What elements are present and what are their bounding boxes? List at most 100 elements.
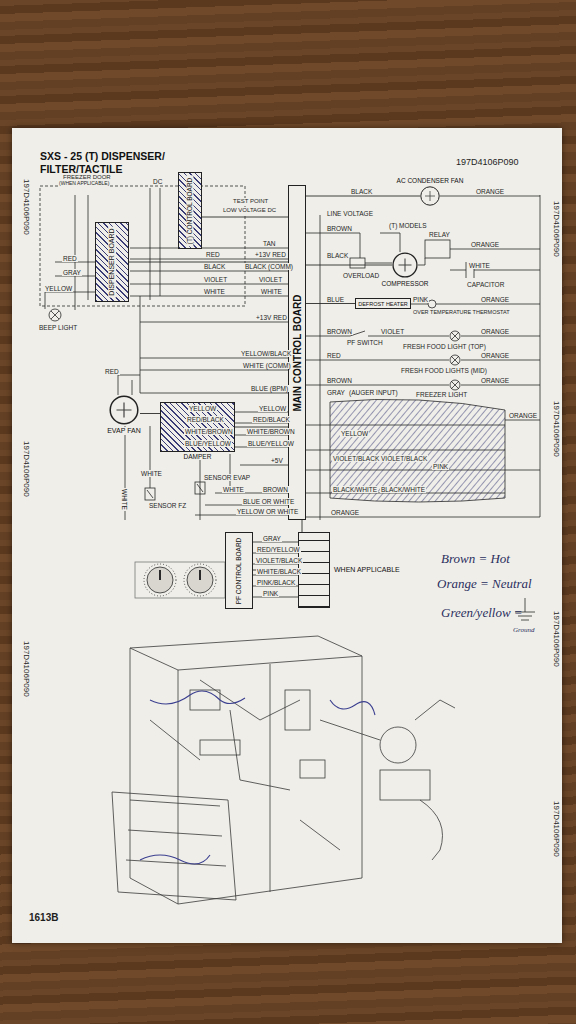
wire-label: RED	[104, 368, 120, 375]
drawing-stroke	[118, 375, 140, 395]
wire-label: PINK/BLACK	[256, 579, 296, 586]
heater-element: DEFROST HEATER	[355, 298, 411, 309]
wire-label: +13V RED	[254, 251, 287, 258]
node-label: (T) CONTROL BOARD	[186, 175, 193, 246]
wire-label: ORANGE	[330, 509, 360, 516]
wire-label: BROWN	[326, 377, 353, 384]
wire-connector	[306, 265, 392, 266]
wire-label: WHITE	[260, 288, 283, 295]
node-label: DEFROST HEATER	[358, 300, 408, 306]
circle-outline	[420, 186, 440, 206]
drawing-stroke	[400, 304, 540, 305]
circle-outline	[108, 395, 140, 425]
part-number: 197D4106P090	[21, 640, 30, 698]
part-number: 197D4106P090	[551, 400, 560, 458]
wire-label: PINK	[432, 463, 449, 470]
drawing-stroke	[200, 680, 380, 790]
wire-label: WHITE/BROWN	[246, 428, 296, 435]
handwritten-note: Orange = Neutral	[436, 577, 533, 591]
wire-label: GRAY	[62, 269, 82, 276]
dispenser-board: DISPENSER BOARD	[95, 222, 129, 302]
wire-label: ORANGE	[480, 352, 510, 359]
wire-label: +13V RED	[255, 314, 288, 321]
drawing-stroke	[140, 296, 288, 393]
fan-motor: EVAP FAN	[108, 395, 140, 425]
wire-label: (WHEN APPLICABLE)	[58, 181, 110, 187]
wire-label: YELLOW	[44, 285, 73, 292]
wire-label: BROWN	[326, 328, 353, 335]
drawing-stroke	[300, 760, 325, 778]
wire-label: BLUE/YELLOW	[247, 440, 295, 447]
motor-mark	[117, 403, 132, 418]
drawing-stroke	[135, 562, 225, 598]
wire-label: WHITE	[203, 288, 226, 295]
wire-label: VIOLET/BLACK	[255, 557, 303, 564]
wire-label: YELLOW/BLACK	[240, 350, 292, 357]
drawing-stroke	[415, 700, 455, 860]
wire-label: WHITE/BLACK	[256, 568, 302, 575]
wire-label: VIOLET/BLACK	[332, 455, 380, 462]
wire-label: YELLOW	[340, 430, 369, 437]
wire-label: OVER TEMPERATURE THERMOSTAT	[412, 309, 511, 315]
wire-label: ORANGE	[475, 188, 505, 195]
wire-label: DC	[152, 178, 163, 185]
part-number: 197D4106P090	[21, 440, 30, 498]
wire-label: GRAY	[262, 535, 282, 542]
handwritten-note: Brown = Hot	[440, 552, 511, 566]
wire-label: YELLOW OR WHITE	[236, 508, 299, 515]
drawing-stroke	[320, 195, 540, 520]
wire-label: PINK	[412, 296, 429, 303]
wire-label: PF SWITCH	[346, 339, 384, 346]
wire-label: RED	[326, 352, 342, 359]
wire-label: LINE VOLTAGE	[326, 210, 374, 217]
fan-motor: AC CONDENSER FAN	[420, 186, 440, 206]
wire-label: ORANGE	[470, 241, 500, 248]
wire-label: PINK	[262, 590, 279, 597]
drawing-stroke	[130, 636, 362, 904]
drawing-stroke	[147, 484, 203, 498]
wire-connector	[306, 196, 420, 197]
wire-label: CAPACITOR	[466, 281, 505, 288]
wire-label: GRAY	[326, 389, 346, 396]
wire-label: YELLOW	[258, 405, 287, 412]
left-wiring	[40, 186, 298, 598]
wire-label: VIOLET/BLACK	[380, 455, 428, 462]
drawing-stroke	[130, 248, 288, 296]
wire-label: SENSOR FZ	[148, 502, 187, 509]
drawing-stroke	[306, 360, 540, 385]
wire-label: WHITE/BROWN	[184, 428, 234, 435]
drawing-stroke	[130, 648, 362, 904]
drawing-stroke	[112, 792, 236, 900]
node-label: EVAP FAN	[107, 427, 141, 435]
drawing-stroke	[451, 332, 459, 389]
circle-outline	[392, 252, 418, 278]
wire-label: BLACK (COMM)	[244, 263, 294, 270]
wire-label: BLACK/WHITE	[380, 486, 426, 493]
wire-label: BLUE OR WHITE	[242, 498, 295, 505]
wire-label: RED	[205, 251, 221, 258]
wire-connector	[202, 217, 288, 218]
wire-label: RED/YELLOW	[256, 546, 301, 553]
handwritten-note: Green/yellow =	[440, 606, 524, 620]
node-label: PF CONTROL BOARD	[235, 535, 242, 606]
circle-outline	[393, 253, 417, 277]
wire-label: RED/BLACK	[186, 416, 225, 423]
wire-label: RELAY	[428, 231, 451, 238]
wire-connector	[140, 413, 160, 414]
compressor-symbol: COMPRESSOR	[392, 252, 418, 278]
right-wiring	[306, 195, 540, 620]
wire-label: BROWN	[262, 486, 289, 493]
wire-label: VIOLET	[203, 276, 228, 283]
wire-label: BLUE/YELLOW	[184, 440, 232, 447]
drawing-stroke	[330, 399, 505, 502]
wire-label: ORANGE	[508, 412, 538, 419]
wire-label: FRESH FOOD LIGHT (TOP)	[402, 343, 487, 350]
node-label: COMPRESSOR	[382, 280, 429, 287]
wire-label: TAN	[262, 240, 277, 247]
wire-label: YELLOW	[188, 405, 217, 412]
drawing-stroke	[160, 570, 200, 580]
drawing-stroke	[365, 263, 392, 264]
wire-label: BLACK	[350, 188, 373, 195]
wire-label: VIOLET	[258, 276, 283, 283]
wire-label: (T) MODELS	[388, 222, 428, 229]
